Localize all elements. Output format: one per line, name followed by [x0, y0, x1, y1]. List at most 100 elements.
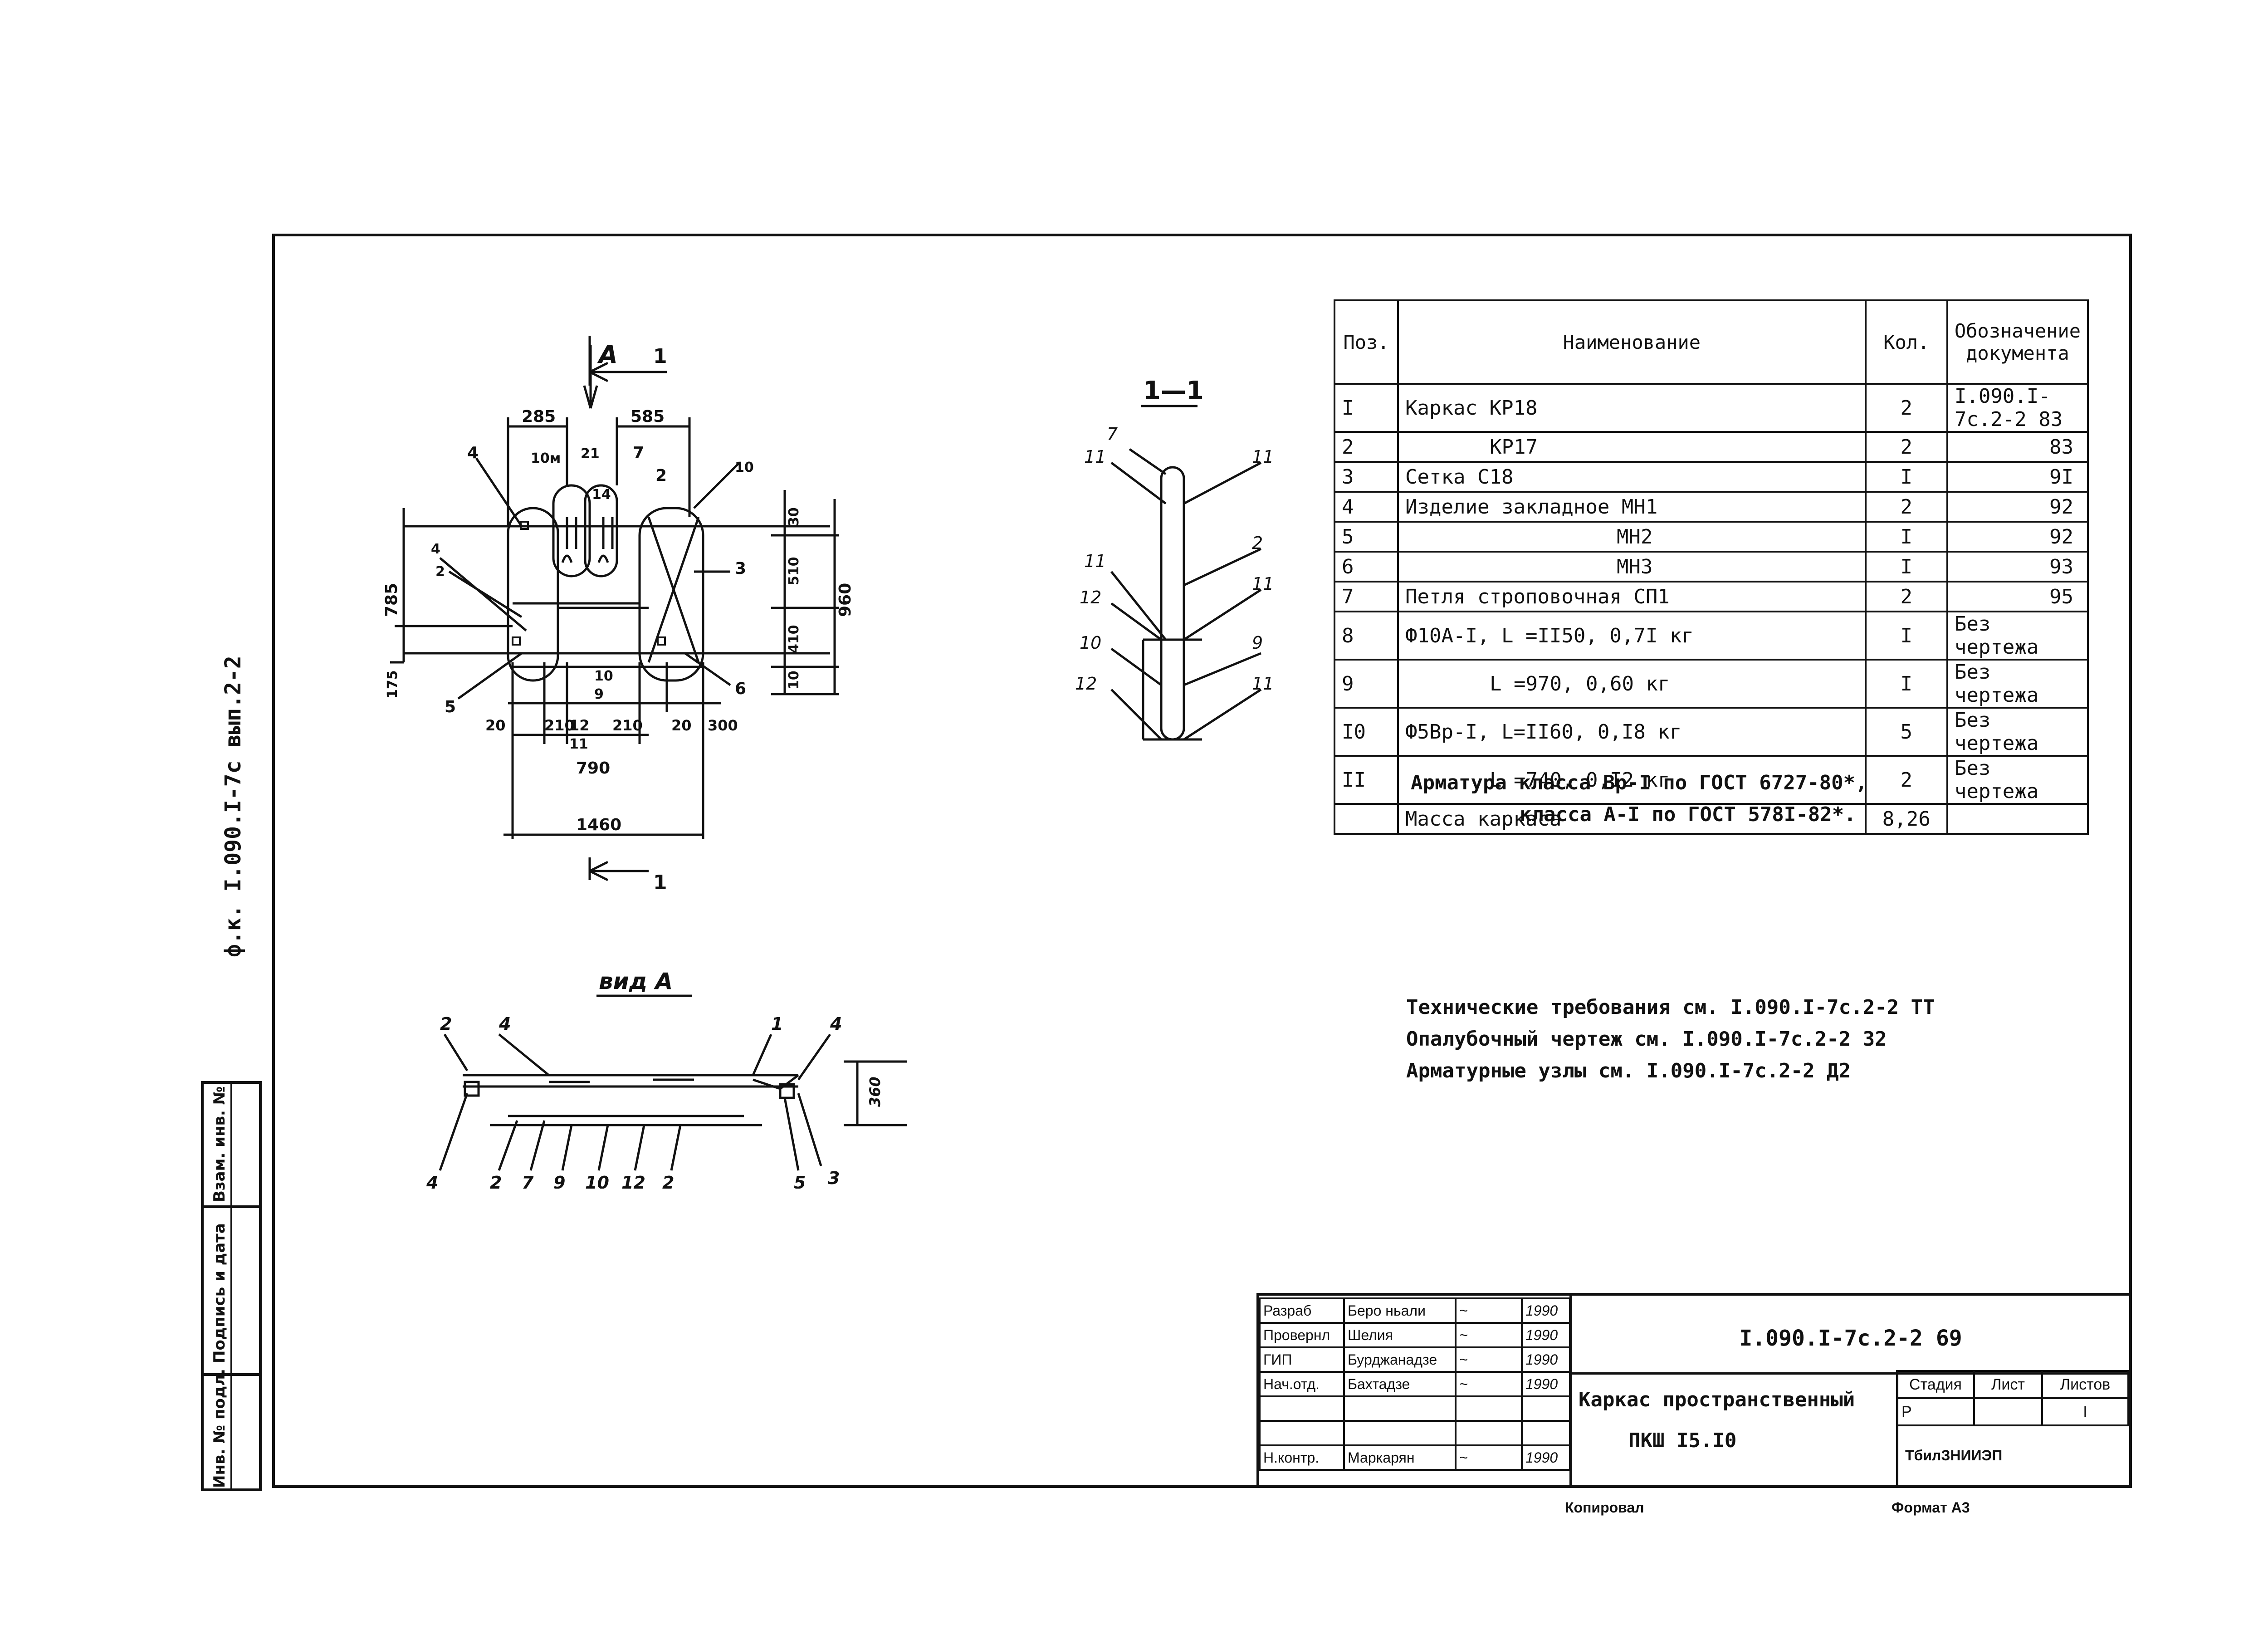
- drawing-frame: [272, 234, 2132, 1488]
- plan-label-10m: 10м: [531, 450, 561, 466]
- spec-name: Петля строповочная СП1: [1397, 581, 1867, 612]
- plan-label-14: 14: [592, 487, 611, 503]
- title-block-divider: [1569, 1293, 1572, 1488]
- dim-right-bottom: 10: [786, 671, 802, 690]
- title-block-vline: [1896, 1372, 1898, 1488]
- sig-date: [1521, 1420, 1571, 1446]
- signature-row: Н.контр.Маркарян~1990: [1259, 1444, 1571, 1471]
- sig-name: Беро ньали: [1343, 1297, 1457, 1324]
- sig-name: Бурджанадзе: [1343, 1346, 1457, 1373]
- sig-date: 1990: [1521, 1371, 1571, 1397]
- ref-note-2: Опалубочный чертеж см. I.090.I-7с.2-2 32: [1406, 1028, 1887, 1051]
- spec-qty: 2: [1864, 383, 1948, 433]
- plan-label-9: 9: [594, 686, 604, 702]
- spec-header-qty: Кол.: [1864, 299, 1948, 385]
- dim-top-right: 585: [631, 407, 665, 426]
- view-label-7: 7: [522, 1173, 534, 1189]
- plan-label-11: 11: [569, 736, 588, 752]
- sig-date: 1990: [1521, 1444, 1571, 1471]
- footer-copied: Копировал: [1565, 1499, 1644, 1516]
- spec-qty: 2: [1864, 755, 1948, 805]
- sheet-header: Лист: [1973, 1370, 2043, 1399]
- steel-note-1: Арматура класса Вр-I по ГОСТ 6727-80*,: [1411, 771, 1867, 794]
- spec-name: Ф10А-I, L =II50, 0,7I кг: [1397, 611, 1867, 661]
- sig-date: [1521, 1395, 1571, 1422]
- sig-role: Разраб: [1259, 1297, 1345, 1324]
- plan-label-6: 6: [735, 680, 746, 698]
- spec-qty: I: [1864, 611, 1948, 661]
- plan-drawing: А 1 1 285 585 785 175 30 510 410 10 960 …: [382, 336, 855, 894]
- section-label-12b: 12: [1075, 674, 1097, 694]
- dim-bottom-b: 210: [544, 717, 575, 734]
- spec-pos: 7: [1333, 581, 1399, 612]
- view-a-drawing: вид А 360 2 4 1 4 4 2 7 9: [426, 968, 907, 1189]
- sig-role: [1259, 1420, 1345, 1446]
- spec-qty: 2: [1864, 581, 1948, 612]
- view-label-4a: 4: [499, 1014, 511, 1034]
- sig-signature: ~: [1455, 1346, 1523, 1373]
- dim-bottom-c: 12: [569, 717, 590, 734]
- plan-label-7: 7: [633, 444, 644, 462]
- spec-name: Ф5Вр-I, L=II60, 0,I8 кг: [1397, 707, 1867, 757]
- spec-name: L =740, 0,I2 кг: [1397, 755, 1867, 805]
- spec-name: L =970, 0,60 кг: [1397, 659, 1867, 709]
- sig-name: Бахтадзе: [1343, 1371, 1457, 1397]
- stage-value: Р: [1896, 1397, 1975, 1426]
- view-label-12: 12: [621, 1173, 645, 1189]
- spec-header-doc: Обозначение документа: [1946, 299, 2089, 385]
- ref-note-3: Арматурные узлы см. I.090.I-7с.2-2 Д2: [1406, 1059, 1851, 1082]
- section-label-11c: 11: [1084, 551, 1106, 571]
- sheet-value: [1973, 1397, 2043, 1426]
- section-label-7: 7: [1107, 424, 1118, 444]
- product-title: Каркас пространственный: [1579, 1388, 1855, 1411]
- side-stamp: Инв. № подл. Подпись и дата Взам. инв. №: [201, 1081, 262, 1491]
- view-label-5: 5: [794, 1173, 806, 1189]
- sig-signature: ~: [1455, 1322, 1523, 1348]
- title-block-hline: [1569, 1372, 2132, 1375]
- spec-name: Масса каркаса: [1397, 803, 1867, 835]
- section-label-9: 9: [1252, 633, 1263, 653]
- sig-role: Провернл: [1259, 1322, 1345, 1348]
- sig-role: [1259, 1395, 1345, 1422]
- dim-bottom-total: 1460: [576, 816, 621, 834]
- spec-doc: 83: [1946, 431, 2089, 463]
- spec-pos: I0: [1333, 707, 1399, 757]
- sig-signature: ~: [1455, 1371, 1523, 1397]
- document-code: I.090.I-7с.2-2 69: [1739, 1326, 1962, 1351]
- sig-name: [1343, 1420, 1457, 1446]
- spec-name: КР17: [1397, 431, 1867, 463]
- spec-doc: Без чертежа: [1946, 707, 2089, 757]
- view-label-4c: 4: [426, 1173, 438, 1189]
- spec-header-pos: Поз.: [1333, 299, 1399, 385]
- plan-label-4b: 4: [431, 541, 440, 557]
- plan-label-4: 4: [467, 444, 479, 462]
- dim-right-top: 30: [786, 507, 802, 526]
- sig-signature: [1455, 1420, 1523, 1446]
- view-label-3: 3: [828, 1168, 840, 1188]
- dim-left-bottom: 175: [385, 670, 401, 699]
- spec-qty: 5: [1864, 707, 1948, 757]
- spec-pos: 4: [1333, 491, 1399, 523]
- section-label-12a: 12: [1080, 587, 1101, 607]
- section-mark-bottom: 1: [653, 871, 667, 894]
- side-stamp-col-1: Инв. № подл.: [210, 1369, 229, 1488]
- section-mark-top: 1: [653, 345, 667, 368]
- signature-row: Нач.отд.Бахтадзе~1990: [1259, 1371, 1571, 1397]
- section-label-11b: 11: [1252, 447, 1274, 467]
- view-label-2b: 2: [490, 1173, 502, 1189]
- view-label-4b: 4: [830, 1014, 842, 1034]
- spec-pos: 3: [1333, 461, 1399, 493]
- spec-pos: 5: [1333, 521, 1399, 553]
- dim-bottom-d: 210: [612, 717, 643, 734]
- spec-table: Поз. Наименование Кол. Обозначение докум…: [1333, 299, 2089, 835]
- spec-name: Изделие закладное МН1: [1397, 491, 1867, 523]
- spec-name: Каркас КР18: [1397, 383, 1867, 433]
